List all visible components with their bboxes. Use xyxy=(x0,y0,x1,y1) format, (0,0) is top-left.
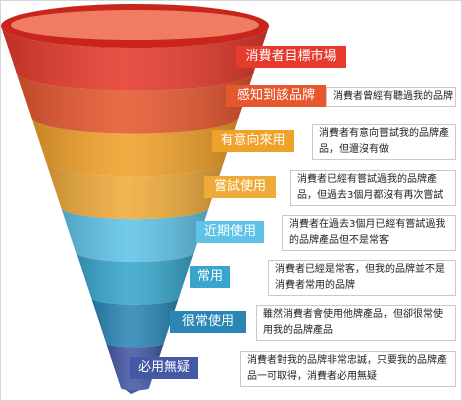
level-description-line: 雖然消費者會使用他牌產品，但卻很常使 xyxy=(263,309,443,321)
level-title-5: 近期使用 xyxy=(196,220,264,243)
funnel-band-shade-1 xyxy=(1,26,269,91)
level-description-8: 消費者對我的品牌非常忠誠，只要我的品牌產品一可取得，消費者必用無疑 xyxy=(240,350,456,387)
level-description-line: 消費者已經是常客，但我的品牌並不是 xyxy=(275,264,445,276)
level-title-6: 常用 xyxy=(190,266,230,289)
funnel-band-shade-5 xyxy=(61,207,209,262)
level-description-line: 用我的品牌產品 xyxy=(263,325,333,337)
level-description-2: 消費者曾經有聽過我的品牌 xyxy=(326,87,456,108)
funnel-band-shade-6 xyxy=(76,252,194,305)
funnel-band-shade-4 xyxy=(46,161,224,220)
level-title-2: 感知到該品牌 xyxy=(226,85,326,108)
level-description-line: 消費者有意向嘗試我的品牌產 xyxy=(319,128,449,140)
funnel-band-shade-2 xyxy=(16,71,254,134)
level-description-7: 雖然消費者會使用他牌產品，但卻很常使用我的品牌產品 xyxy=(256,305,456,342)
funnel-rim-inner xyxy=(11,10,259,40)
level-description-line: 品一可取得，消費者必用無疑 xyxy=(247,370,377,382)
funnel-bands xyxy=(1,26,269,394)
level-description-line: 品，但過去3個月都沒有再次嘗試 xyxy=(297,189,444,201)
level-description-line: 消費者曾經有聽過我的品牌 xyxy=(333,91,453,103)
level-title-1: 消費者目標市場 xyxy=(236,45,346,68)
level-description-line: 消費者常用的品牌 xyxy=(275,280,355,292)
level-description-line: 品，但還沒有做 xyxy=(319,144,389,156)
funnel-band-shade-7 xyxy=(91,297,179,348)
level-description-line: 消費者對我的品牌非常忠誠，只要我的品牌產 xyxy=(247,354,447,366)
level-title-7: 很常使用 xyxy=(170,311,246,334)
level-description-5: 消費者在過去3個月已經有嘗試過我的品牌產品但不是常客 xyxy=(282,214,456,251)
funnel-band-shade-3 xyxy=(31,116,239,177)
level-description-3: 消費者有意向嘗試我的品牌產品，但還沒有做 xyxy=(312,124,456,161)
level-description-line: 消費者已經有嘗試過我的品牌產 xyxy=(297,173,437,185)
level-title-4: 嘗試使用 xyxy=(204,175,276,198)
level-title-8: 必用無疑 xyxy=(130,356,198,379)
level-description-6: 消費者已經是常客，但我的品牌並不是消費者常用的品牌 xyxy=(268,260,456,297)
level-title-3: 有意向來用 xyxy=(212,130,294,153)
level-description-line: 消費者在過去3個月已經有嘗試過我 xyxy=(289,218,446,230)
level-description-line: 的品牌產品但不是常客 xyxy=(289,234,389,246)
level-description-4: 消費者已經有嘗試過我的品牌產品，但過去3個月都沒有再次嘗試 xyxy=(290,169,456,206)
